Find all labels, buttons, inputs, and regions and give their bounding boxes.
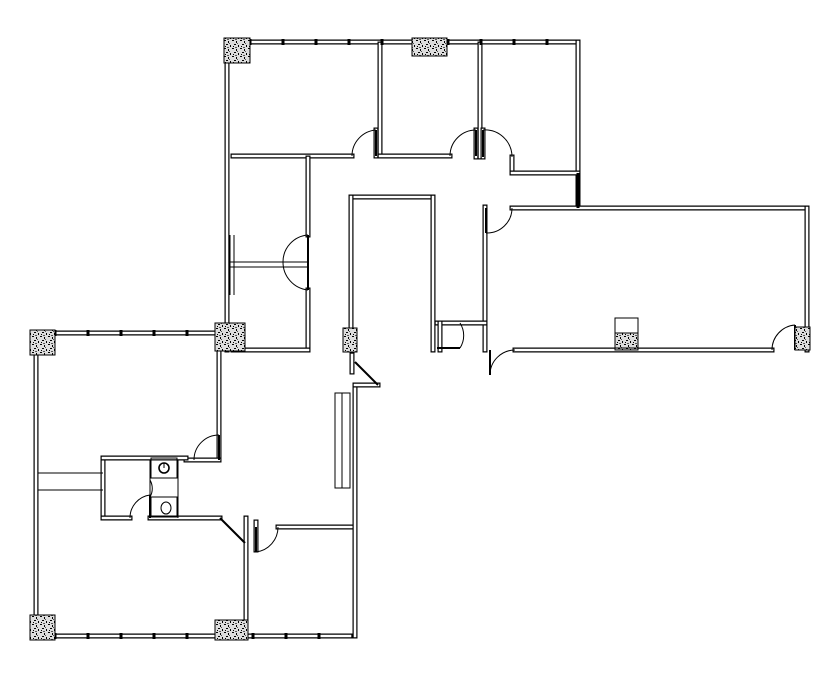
door-swing-arc: [459, 322, 465, 349]
mullion: [251, 633, 255, 639]
door-swing-arc: [255, 526, 279, 553]
columns: [29, 37, 811, 641]
mullion: [512, 39, 516, 45]
toilet-icon: [160, 501, 172, 515]
structural-column: [29, 329, 56, 356]
mullion: [185, 330, 189, 336]
mullion: [152, 633, 156, 639]
riser-box: [614, 317, 639, 349]
door-swing-arc: [149, 479, 153, 498]
door-swing-arc: [129, 494, 151, 519]
structural-column: [411, 37, 448, 57]
door-leaf: [219, 517, 246, 544]
mullion: [185, 633, 189, 639]
toilet-stall: [150, 496, 178, 518]
mullion: [86, 633, 90, 639]
mullion: [152, 330, 156, 336]
structural-column: [342, 327, 358, 353]
door-swing-arc: [489, 349, 516, 376]
walls: [31, 39, 810, 639]
mullion: [317, 633, 321, 639]
door-swing-arc: [449, 129, 477, 157]
fixtures: [150, 317, 639, 518]
structural-column: [614, 332, 639, 351]
mullion: [446, 39, 450, 45]
mullion: [545, 39, 549, 45]
door-swing-arc: [482, 129, 513, 158]
mullion: [380, 39, 384, 45]
door-swing-arc: [485, 207, 513, 234]
door-swing-arc: [282, 261, 309, 291]
structural-column: [794, 326, 811, 351]
door-leaf: [354, 361, 379, 386]
mullion: [86, 330, 90, 336]
door-swing-arc: [193, 434, 220, 461]
door-swing-arc: [282, 234, 309, 263]
mullion: [119, 330, 123, 336]
mullion: [281, 39, 285, 45]
structural-column: [214, 619, 249, 641]
mullion: [347, 39, 351, 45]
structural-column: [223, 37, 251, 64]
sink-fixture: [150, 457, 178, 479]
structural-column: [214, 322, 246, 352]
mullion: [314, 39, 318, 45]
structural-column: [29, 614, 56, 641]
door-swing-arc: [771, 324, 796, 351]
mullion: [119, 633, 123, 639]
mullion: [479, 39, 483, 45]
mullion: [284, 633, 288, 639]
door-swing-arc: [351, 129, 377, 157]
